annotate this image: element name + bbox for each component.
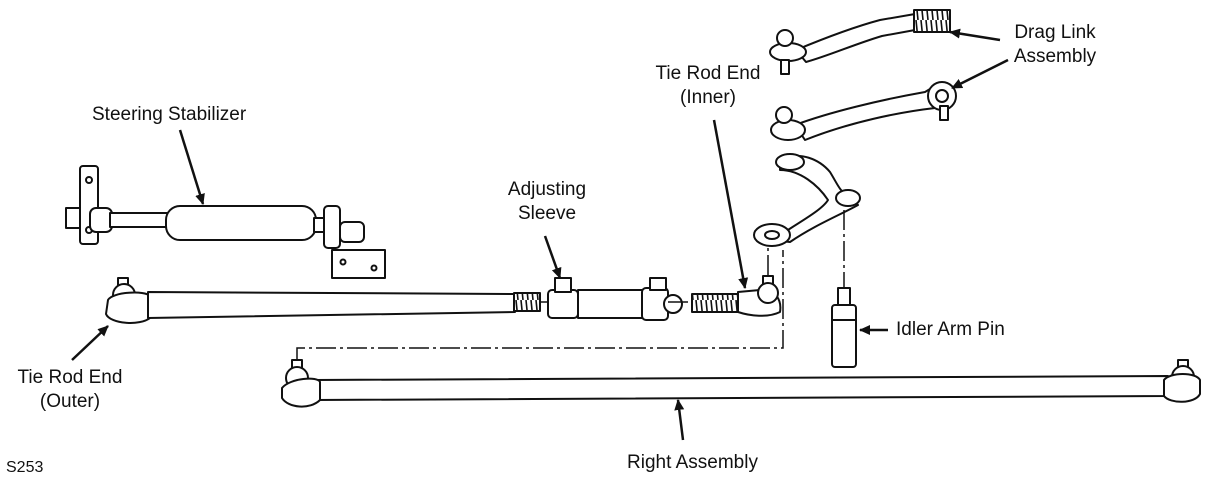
arrow-tie-rod-outer [71, 325, 109, 361]
label-drag-link-line1: Drag Link [1014, 22, 1096, 43]
leader-arrows [71, 28, 1009, 441]
figure-code: S253 [6, 459, 44, 476]
label-tie-rod-outer-line2: (Outer) [39, 391, 101, 412]
label-drag-link-assembly: Drag Link Assembly [1000, 21, 1110, 69]
label-tie-rod-end-outer: Tie Rod End (Outer) [2, 366, 138, 414]
label-adjusting-sleeve: Adjusting Sleeve [492, 178, 602, 226]
lower-drag-link [770, 81, 957, 141]
arrow-right-assembly [674, 399, 685, 441]
idler-arm [753, 153, 861, 247]
label-adjusting-sleeve-line1: Adjusting [507, 179, 587, 200]
label-tie-rod-inner-line1: Tie Rod End [655, 63, 761, 84]
arrow-drag-link-lower [951, 58, 1009, 90]
steering-stabilizer [65, 165, 386, 279]
label-tie-rod-end-inner: Tie Rod End (Inner) [640, 62, 776, 110]
right-assembly-part [281, 359, 1201, 408]
arrow-steering-stabilizer [178, 129, 205, 205]
arrow-tie-rod-inner [712, 119, 749, 289]
label-tie-rod-inner-line2: (Inner) [680, 87, 736, 108]
tie-rod-end-inner-part [691, 275, 782, 317]
label-right-assembly: Right Assembly [627, 452, 758, 473]
assembly-lines [296, 210, 845, 360]
label-steering-stabilizer: Steering Stabilizer [92, 104, 247, 125]
label-tie-rod-outer-line1: Tie Rod End [17, 367, 123, 388]
arrow-drag-link-upper [949, 28, 1001, 42]
idler-arm-pin [831, 287, 857, 368]
label-drag-link-line2: Assembly [1013, 46, 1097, 67]
tie-rod-end-outer [105, 277, 541, 324]
label-idler-arm-pin: Idler Arm Pin [896, 319, 1005, 340]
upper-drag-link [769, 9, 951, 75]
arrow-adjusting-sleeve [543, 235, 562, 279]
label-adjusting-sleeve-line2: Sleeve [517, 203, 577, 224]
adjusting-sleeve-part [547, 277, 683, 321]
